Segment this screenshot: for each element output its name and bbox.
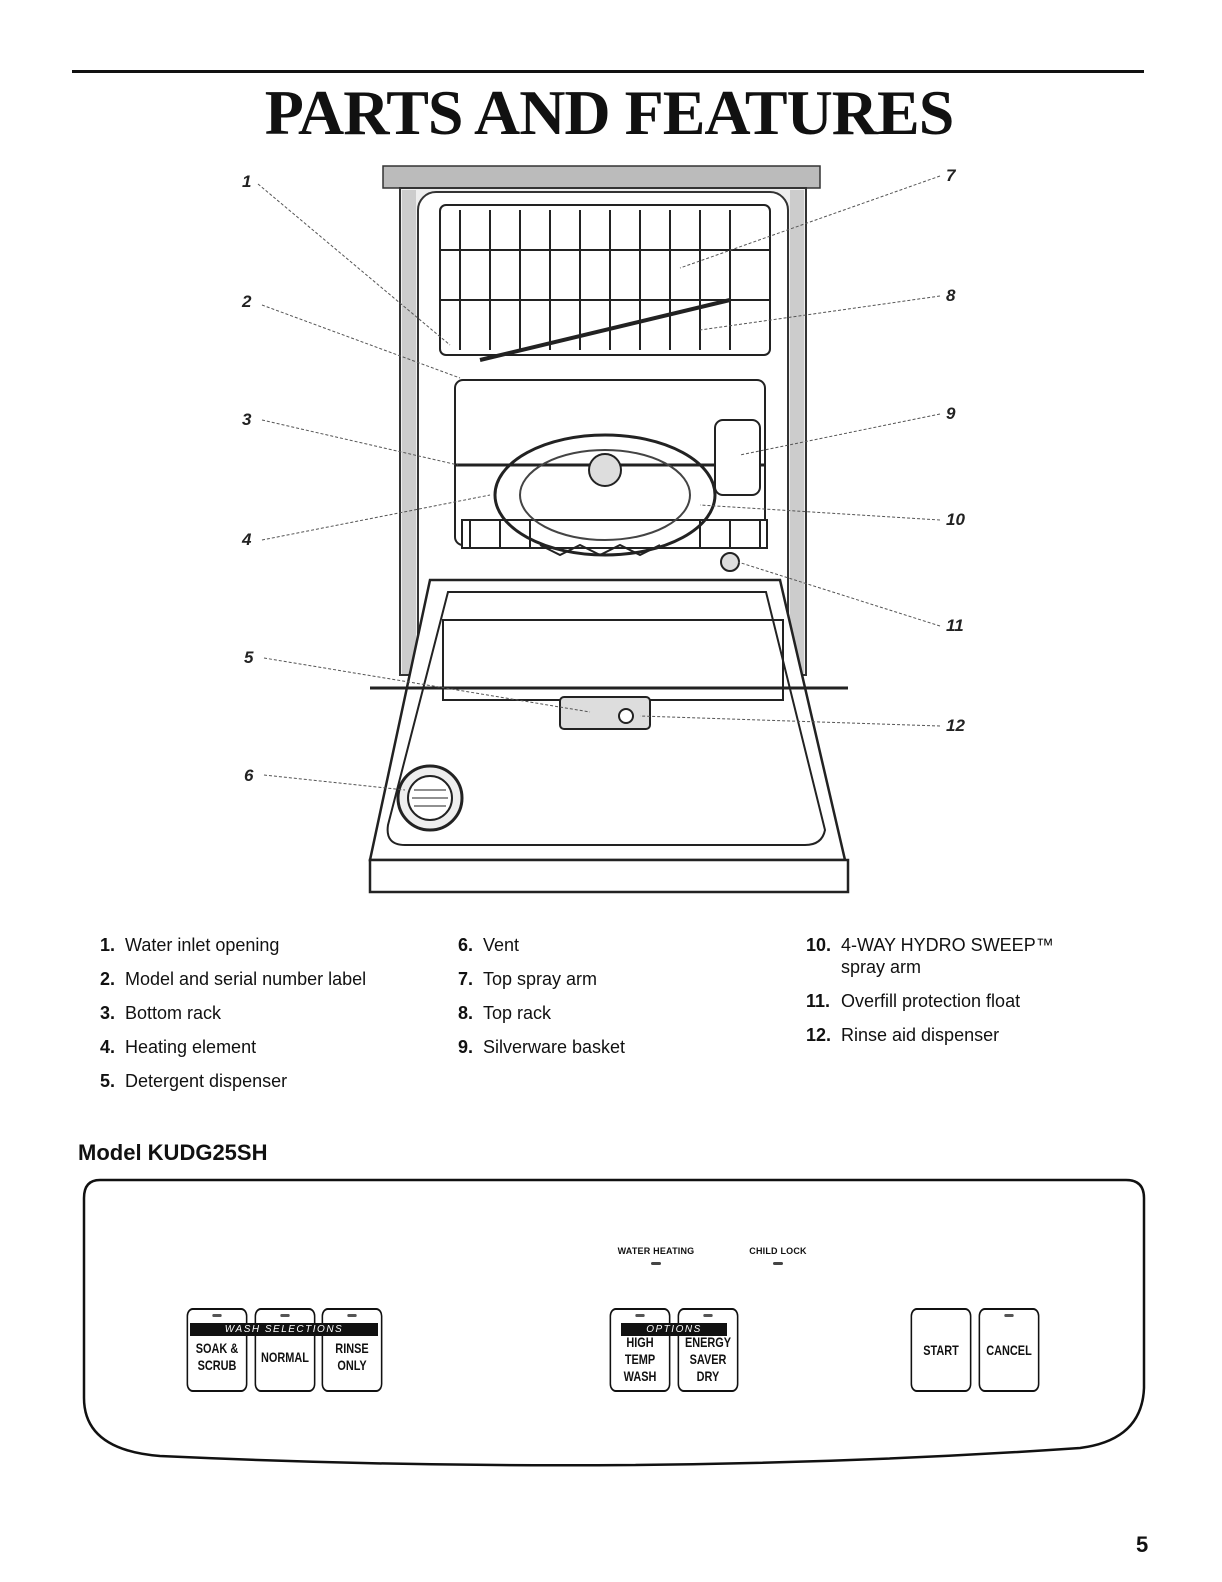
legend-column-2: 6.Vent 7.Top spray arm 8.Top rack 9.Silv…: [458, 934, 625, 1070]
callout-12: 12: [946, 716, 965, 735]
soak-scrub-button[interactable]: SOAK & SCRUB: [186, 1308, 248, 1392]
high-temp-wash-led: [635, 1314, 645, 1317]
legend-item: 1.Water inlet opening: [100, 935, 280, 955]
legend-item: 8.Top rack: [458, 1003, 552, 1023]
callout-11: 11: [946, 616, 964, 635]
callout-5: 5: [244, 648, 254, 667]
countertop: [382, 165, 821, 189]
legend-column-1: 1.Water inlet opening 2.Model and serial…: [100, 934, 366, 1104]
top-rule: [72, 70, 1144, 73]
soak-scrub-led: [212, 1314, 222, 1317]
callout-2: 2: [242, 292, 252, 311]
water-heating-indicator: WATER HEATING: [596, 1246, 716, 1265]
spray-arm: [493, 433, 717, 557]
callout-9: 9: [946, 404, 956, 423]
legend-item: 9.Silverware basket: [458, 1037, 626, 1057]
cancel-led: [1004, 1314, 1014, 1317]
high-temp-wash-button[interactable]: HIGH TEMP WASH: [609, 1308, 671, 1392]
options-label: OPTIONS: [621, 1323, 727, 1336]
rinse-only-led: [347, 1314, 357, 1317]
callout-10: 10: [946, 510, 965, 529]
child-lock-indicator: CHILD LOCK: [738, 1246, 818, 1265]
legend-item: 5.Detergent dispenser: [100, 1071, 288, 1091]
legend-item: 7.Top spray arm: [458, 969, 598, 989]
callout-8: 8: [946, 286, 956, 305]
legend-item: 12.Rinse aid dispenser: [806, 1025, 1000, 1045]
wash-selections-label: WASH SELECTIONS: [190, 1323, 378, 1336]
callout-7: 7: [946, 166, 956, 185]
callout-3: 3: [242, 410, 252, 429]
legend-item: 4.Heating element: [100, 1037, 257, 1057]
model-heading: Model KUDG25SH: [78, 1140, 268, 1165]
normal-button[interactable]: NORMAL: [254, 1308, 316, 1392]
child-lock-led: [773, 1262, 783, 1265]
bottom-rack: [454, 379, 768, 549]
top-rack: [439, 204, 771, 362]
legend-column-3: 10.4-WAY HYDRO SWEEP™ spray arm 11.Overf…: [806, 934, 1081, 1058]
energy-saver-dry-button[interactable]: ENERGY SAVER DRY: [677, 1308, 739, 1392]
legend-item: 2.Model and serial number label: [100, 969, 367, 989]
leader-lines: [257, 175, 941, 791]
page-title: PARTS AND FEATURES: [264, 77, 955, 148]
cancel-button[interactable]: CANCEL: [978, 1308, 1040, 1392]
detergent-dispenser: [559, 696, 651, 730]
legend-item: 6.Vent: [458, 935, 520, 955]
rinse-only-button[interactable]: RINSE ONLY: [321, 1308, 383, 1392]
normal-led: [280, 1314, 290, 1317]
water-heating-led: [651, 1262, 661, 1265]
callout-4: 4: [242, 530, 252, 549]
page-number: 5: [1136, 1532, 1149, 1557]
overfill-float: [720, 552, 740, 572]
legend-item: 3.Bottom rack: [100, 1003, 222, 1023]
callout-6: 6: [244, 766, 254, 785]
control-panel: WATER HEATING CHILD LOCK SOAK & SCRUB NO…: [80, 1178, 1146, 1468]
dishwasher-diagram: [0, 150, 1222, 910]
start-button[interactable]: START: [910, 1308, 972, 1392]
energy-saver-dry-led: [703, 1314, 713, 1317]
legend-item: 11.Overfill protection float: [806, 991, 1021, 1011]
callout-1: 1: [242, 172, 252, 191]
silverware-basket: [714, 419, 761, 496]
legend-item: 10.4-WAY HYDRO SWEEP™ spray arm: [806, 935, 1054, 977]
